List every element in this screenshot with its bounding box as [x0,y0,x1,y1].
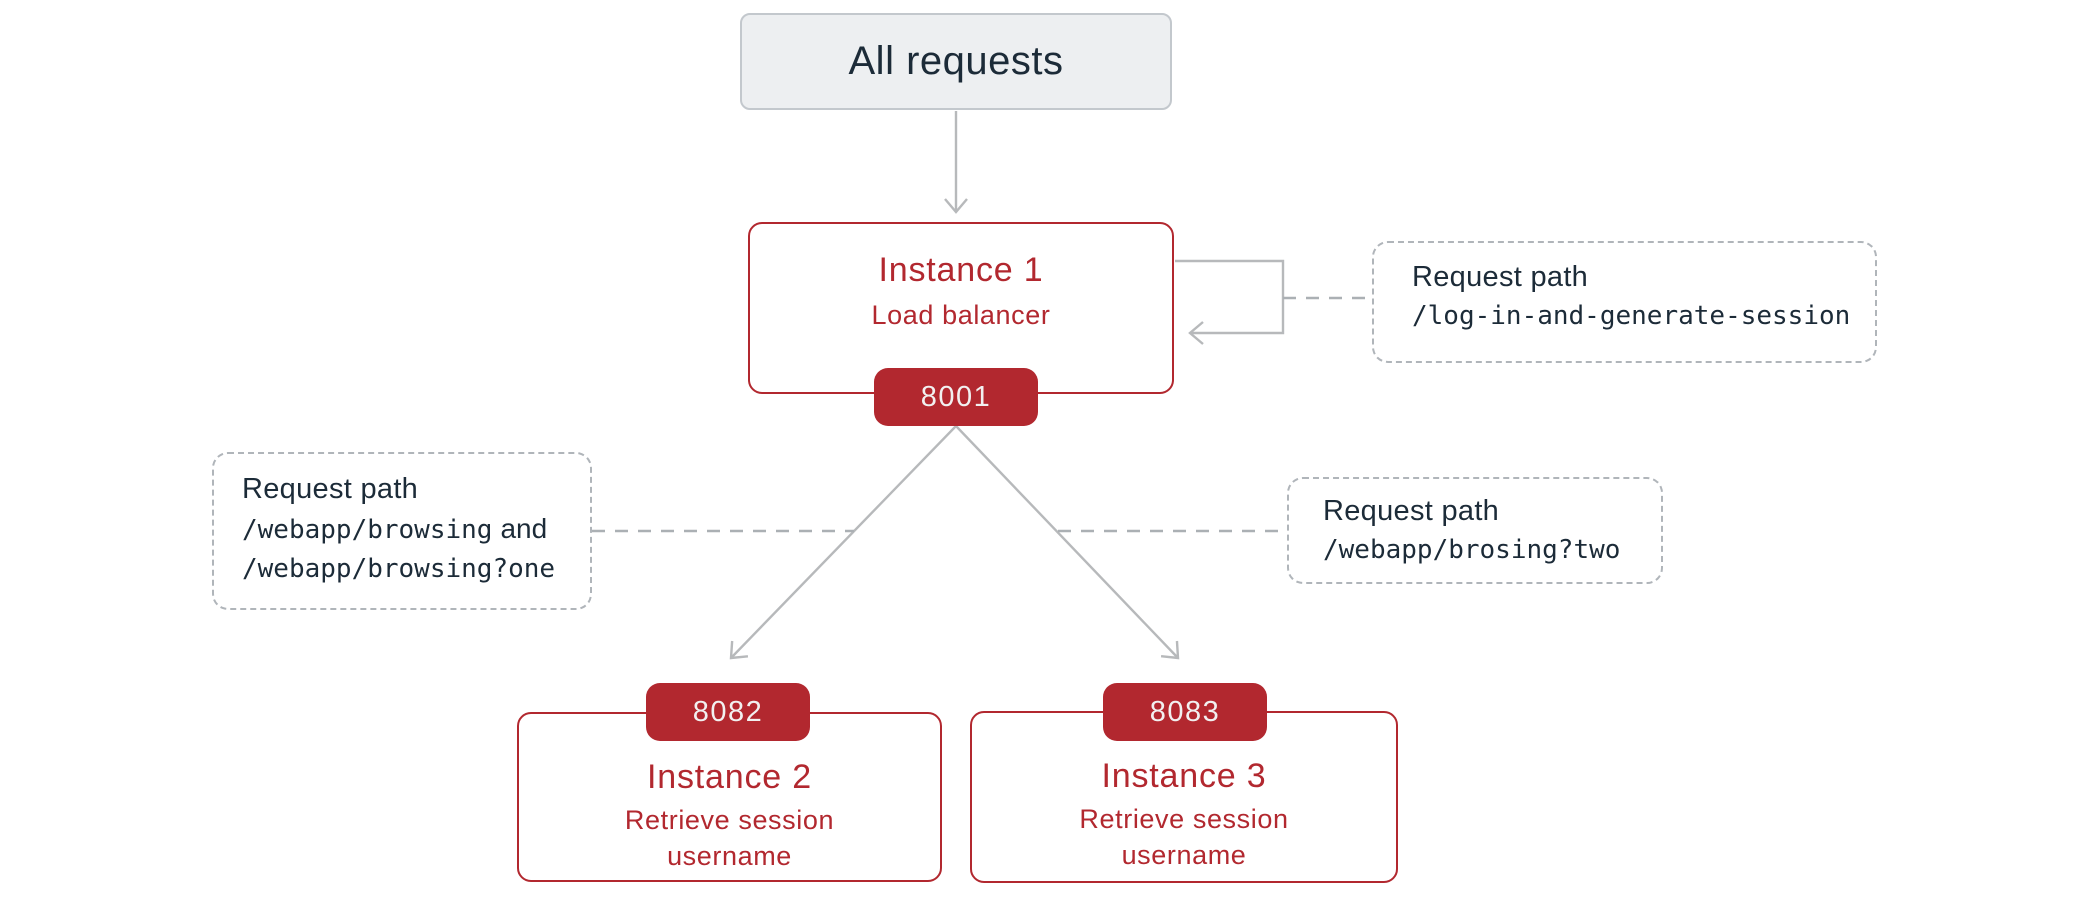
instance2-title: Instance 2 [647,758,812,796]
instance3-port-badge: 8083 [1103,683,1267,741]
note-login-path: /log-in-and-generate-session [1412,301,1851,331]
note-browsing-conjunction: and [500,513,548,544]
arrow-loop-instance1 [1175,259,1285,345]
instance2-subtitle: Retrieve session username [624,805,835,871]
note-two-path: /webapp/brosing?two [1323,535,1621,565]
instance1-port-badge: 8001 [874,368,1038,426]
arrow-instance1-to-instance3 [955,425,1180,660]
instance3-node: Instance 3 Retrieve session username [970,711,1398,883]
instance2-port-badge: 8082 [646,683,810,741]
instance2-port: 8082 [692,695,764,728]
instance1-subtitle: Load balancer [871,300,1051,330]
note-login: Request path /log-in-and-generate-sessio… [1372,241,1877,363]
all-requests-box: All requests [740,13,1172,110]
instance3-title: Instance 3 [1101,757,1267,795]
all-requests-label: All requests [848,39,1064,83]
instance1-title: Instance 1 [878,251,1044,289]
note-browsing-path1-text: /webapp/browsing [242,515,493,545]
instance1-node: Instance 1 Load balancer [748,222,1174,394]
arrow-instance1-to-instance2 [729,425,957,660]
instance3-port: 8083 [1149,695,1221,728]
note-browsing-path2: /webapp/browsing?one [242,554,556,584]
note-login-label: Request path [1412,261,1589,293]
note-browsing-label: Request path [242,473,419,505]
note-two-label: Request path [1323,495,1500,527]
instance3-subtitle: Retrieve session username [1079,804,1289,870]
instance1-port: 8001 [920,380,992,413]
note-two: Request path /webapp/brosing?two [1287,477,1663,584]
